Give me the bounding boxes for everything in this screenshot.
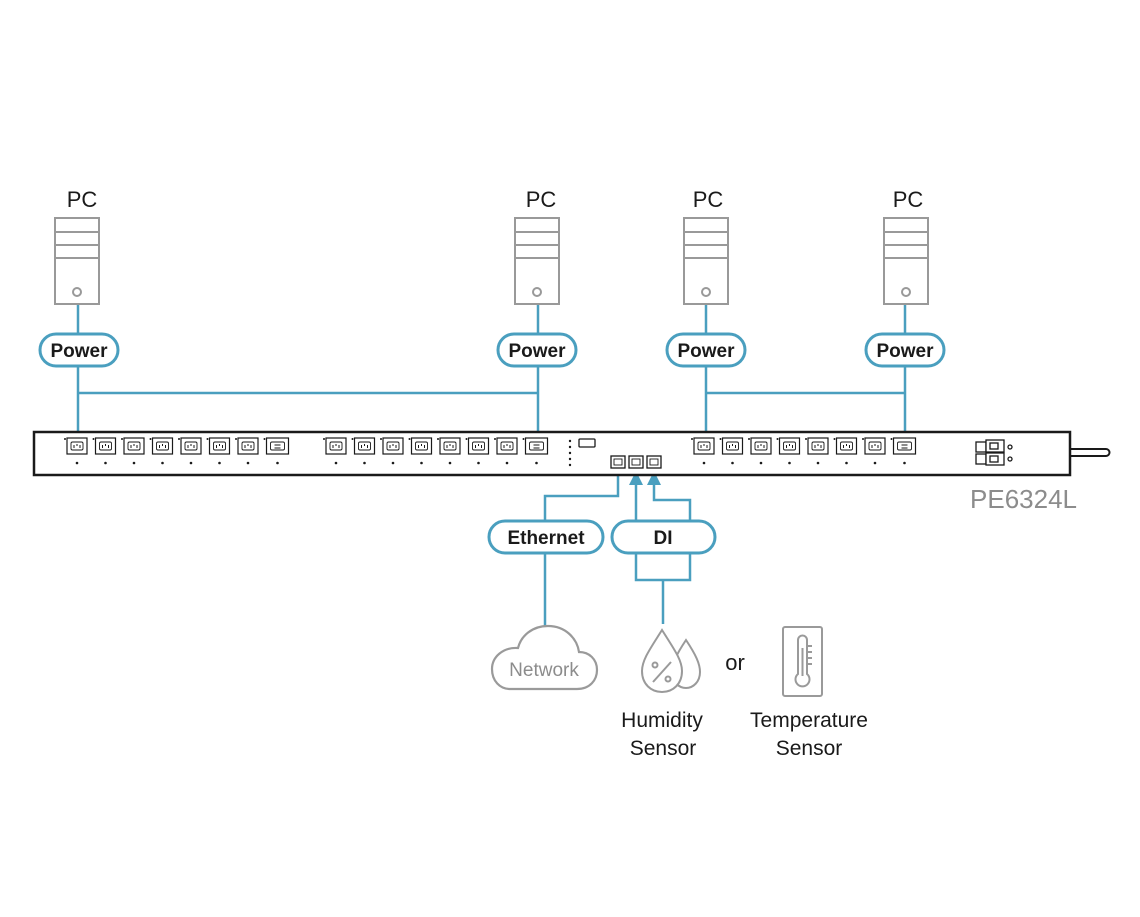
model-label: PE6324L	[970, 484, 1077, 514]
pc-2: PC Power	[496, 187, 578, 368]
ethernet-label: Ethernet	[507, 528, 585, 549]
temperature-sensor-line1: Temperature	[750, 709, 868, 732]
c19-outlet	[890, 437, 917, 465]
di-pill: DI	[610, 519, 717, 555]
c13-outlet	[121, 437, 145, 465]
pc-label: PC	[693, 187, 724, 212]
pc-3: PC Power	[665, 187, 747, 368]
c13-outlet	[862, 437, 886, 465]
thermometer-icon	[782, 626, 823, 697]
power-label: Power	[876, 341, 934, 362]
c19-outlet	[522, 437, 549, 465]
di-arrow-1	[629, 471, 643, 485]
c13-outlet	[691, 437, 715, 465]
c13-outlet	[748, 437, 772, 465]
pc-label: PC	[526, 187, 557, 212]
pc-tower-icon	[514, 217, 560, 305]
pc-tower-icon	[683, 217, 729, 305]
power-pill: Power	[665, 332, 747, 368]
humidity-drop-icon	[640, 628, 702, 694]
outlet-row	[64, 437, 917, 465]
circuit-breakers	[975, 439, 1013, 466]
c13-outlet	[437, 437, 461, 465]
c13-outlet	[178, 437, 202, 465]
humidity-sensor-line2: Sensor	[630, 737, 697, 760]
pc-1: PC Power	[38, 187, 120, 368]
c13-outlet	[380, 437, 404, 465]
temperature-sensor-line2: Sensor	[776, 737, 843, 760]
power-cord	[1070, 448, 1111, 457]
ethernet-port	[610, 455, 626, 469]
power-label: Power	[50, 341, 108, 362]
pc-tower-icon	[54, 217, 100, 305]
c13-outlet	[805, 437, 829, 465]
di-arrow-2	[647, 471, 661, 485]
pdu-unit	[32, 430, 1111, 477]
c13-outlet	[206, 437, 231, 465]
c13-outlet	[833, 437, 858, 465]
or-label: or	[725, 650, 745, 675]
di-label: DI	[654, 528, 673, 549]
c13-outlet	[719, 437, 744, 465]
pc-tower-icon	[883, 217, 929, 305]
power-pill: Power	[864, 332, 946, 368]
di-port-2	[646, 455, 662, 469]
c13-outlet	[235, 437, 259, 465]
network-label: Network	[509, 660, 579, 681]
pc-label: PC	[893, 187, 924, 212]
c13-outlet	[351, 437, 376, 465]
status-leds	[568, 439, 572, 467]
power-label: Power	[677, 341, 735, 362]
power-label: Power	[508, 341, 566, 362]
connection-lines	[76, 304, 907, 628]
ethernet-pill: Ethernet	[487, 519, 605, 555]
pc-label: PC	[67, 187, 98, 212]
humidity-sensor-line1: Humidity	[621, 709, 703, 732]
c13-outlet	[776, 437, 801, 465]
c19-outlet	[263, 437, 290, 465]
c13-outlet	[92, 437, 117, 465]
power-pill: Power	[38, 332, 120, 368]
c13-outlet	[149, 437, 174, 465]
power-pill: Power	[496, 332, 578, 368]
c13-outlet	[494, 437, 518, 465]
lcd-display	[578, 438, 596, 448]
pc-4: PC Power	[864, 187, 946, 368]
c13-outlet	[323, 437, 347, 465]
c13-outlet	[64, 437, 88, 465]
network-cloud-icon: Network	[490, 624, 599, 691]
c13-outlet	[465, 437, 490, 465]
c13-outlet	[408, 437, 433, 465]
di-port-1	[628, 455, 644, 469]
